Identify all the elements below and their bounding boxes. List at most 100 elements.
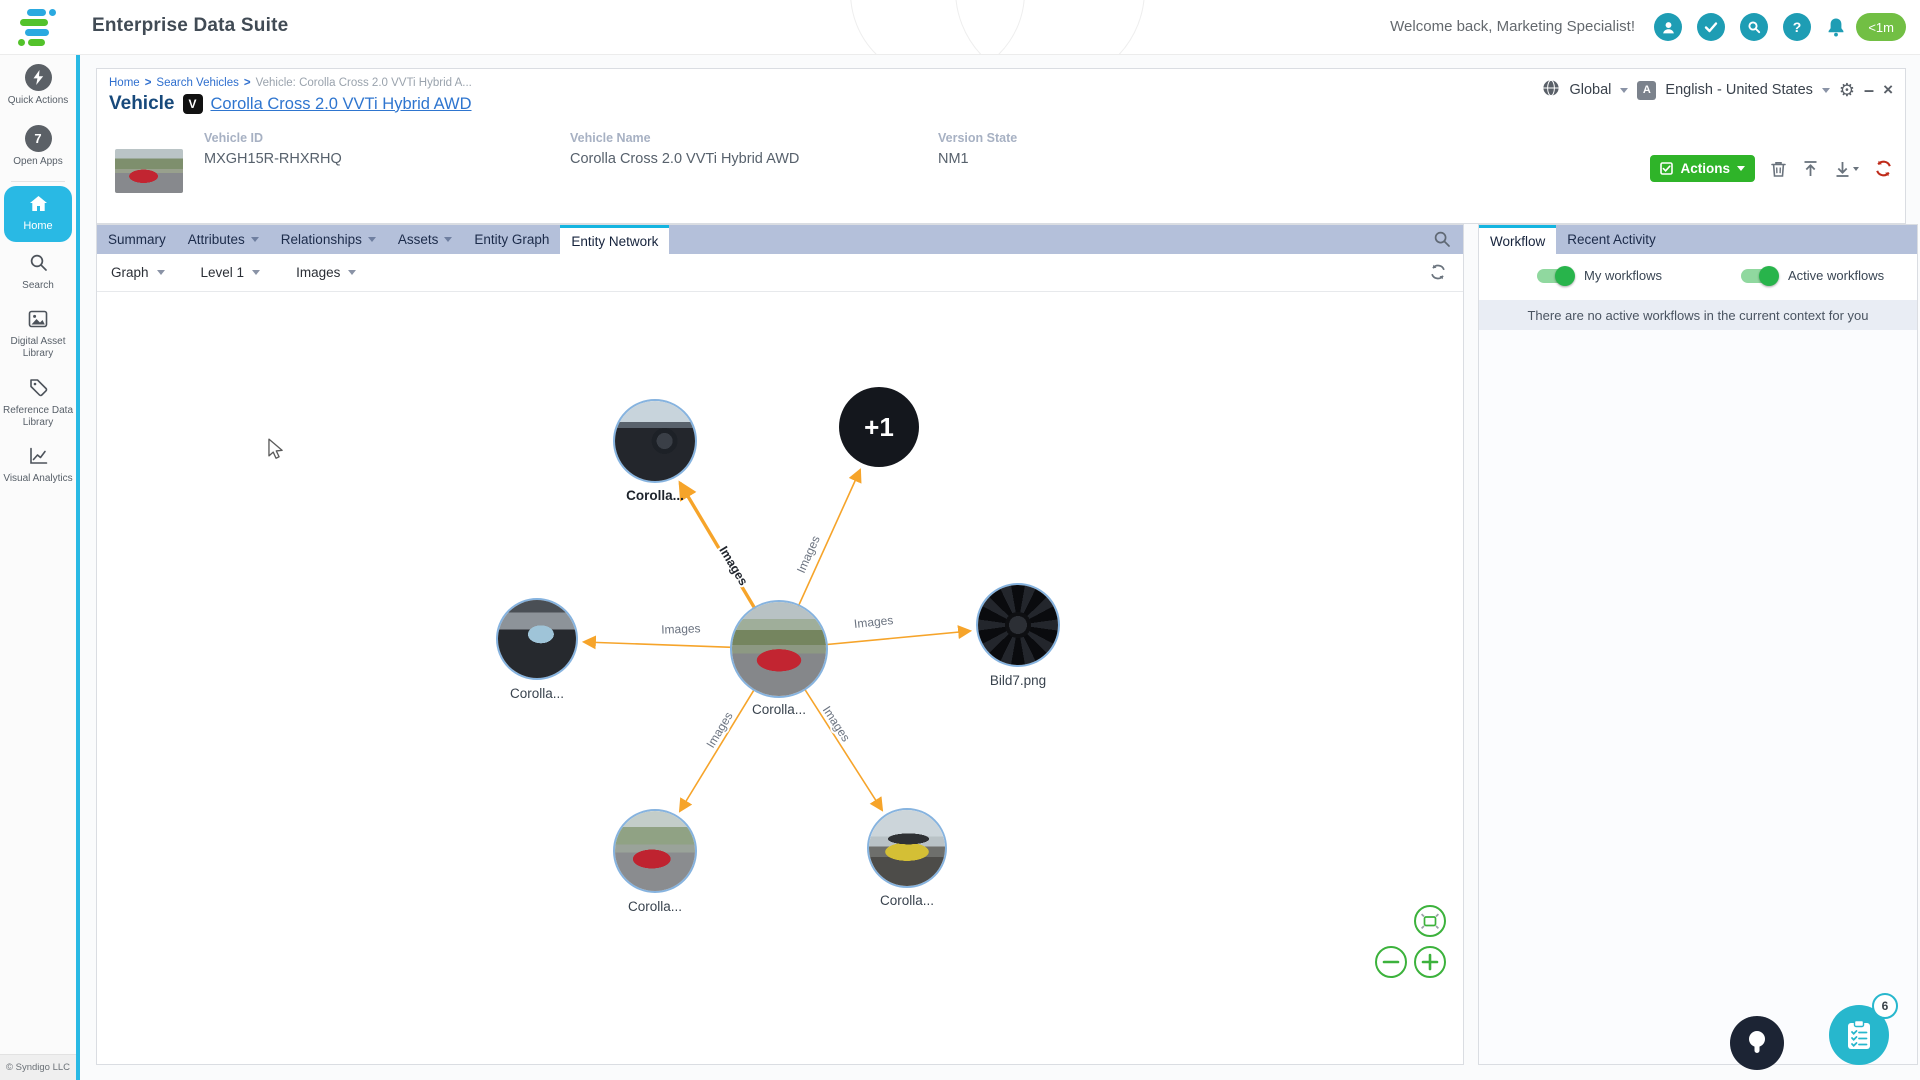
dropdown-value: Level 1 <box>200 265 245 280</box>
minimize-icon[interactable]: – <box>1864 80 1875 100</box>
image-icon <box>28 310 48 332</box>
tab-assets[interactable]: Assets <box>387 225 464 254</box>
sidebar-item-reference-data-library[interactable]: Reference Data Library <box>0 369 76 438</box>
idea-bulb-button[interactable] <box>1730 1016 1784 1070</box>
chevron-down-icon[interactable] <box>1821 87 1830 93</box>
entity-tabbar: Summary Attributes Relationships Assets … <box>97 225 1463 254</box>
sidebar-item-label: Reference Data Library <box>2 405 74 429</box>
my-workflows-toggle[interactable] <box>1537 265 1575 286</box>
asset-photo <box>615 401 695 481</box>
copyright-footer: © Syndigo LLC <box>0 1054 76 1080</box>
zoom-in-button[interactable] <box>1413 945 1447 979</box>
settings-gear-icon[interactable]: ⚙ <box>1838 79 1856 101</box>
dropdown-value: Graph <box>111 265 149 280</box>
breadcrumb-home[interactable]: Home <box>109 77 140 89</box>
actions-button[interactable]: Actions <box>1650 155 1755 182</box>
entity-name-link[interactable]: Corolla Cross 2.0 VVTi Hybrid AWD <box>210 94 472 113</box>
home-icon <box>29 195 48 216</box>
sidebar-item-label: Digital Asset Library <box>10 336 66 360</box>
upload-icon[interactable] <box>1802 160 1819 178</box>
workflow-tabbar: Workflow Recent Activity <box>1479 225 1917 254</box>
sidebar-item-search[interactable]: Search <box>0 244 76 301</box>
network-node-cabin[interactable] <box>496 598 578 680</box>
network-node-dashboard[interactable] <box>613 399 697 483</box>
field-version-state: Version State NM1 <box>938 131 1017 167</box>
tab-summary[interactable]: Summary <box>97 225 177 254</box>
graph-toolbar: Graph Level 1 Images <box>97 254 1463 292</box>
breadcrumb-current: Vehicle: Corolla Cross 2.0 VVTi Hybrid A… <box>255 77 472 89</box>
sidebar-item-visual-analytics[interactable]: Visual Analytics <box>0 438 76 494</box>
tab-workflow[interactable]: Workflow <box>1479 225 1557 254</box>
node-label: Corolla... <box>509 686 565 701</box>
translate-icon: A <box>1637 80 1657 100</box>
view-mode-dropdown[interactable]: Graph <box>111 265 165 280</box>
network-node-center[interactable] <box>730 600 828 698</box>
vehicle-thumbnail[interactable] <box>115 149 183 193</box>
entity-network-canvas[interactable]: Images Images Images Images Images Image… <box>97 292 1463 1064</box>
tab-label: Attributes <box>187 232 245 247</box>
download-icon[interactable] <box>1834 160 1859 178</box>
edge-label: Images <box>794 534 823 576</box>
network-node-yellow-car[interactable] <box>867 808 947 888</box>
session-timer-badge[interactable]: <1m <box>1856 13 1906 41</box>
delete-icon[interactable] <box>1770 160 1787 178</box>
sidebar-item-digital-asset-library[interactable]: Digital Asset Library <box>0 301 76 369</box>
breadcrumb-search-vehicles[interactable]: Search Vehicles <box>156 77 239 89</box>
level-dropdown[interactable]: Level 1 <box>201 265 261 280</box>
open-apps-count-icon: 7 <box>24 125 52 152</box>
sidebar-item-open-apps[interactable]: 7 Open Apps <box>0 116 76 177</box>
chevron-down-icon <box>1737 166 1745 171</box>
sidebar-item-quick-actions[interactable]: Quick Actions <box>0 55 76 116</box>
tasks-check-icon[interactable] <box>1697 13 1725 41</box>
toggle-knob <box>1555 265 1575 286</box>
profile-icon[interactable] <box>1654 13 1682 41</box>
chevron-down-icon <box>1853 166 1859 171</box>
relationship-dropdown[interactable]: Images <box>296 265 357 280</box>
tab-search-icon[interactable] <box>1433 230 1451 253</box>
syndigo-logo-icon[interactable] <box>18 9 64 47</box>
search-icon[interactable] <box>1740 13 1768 41</box>
active-workflows-toggle[interactable] <box>1741 265 1779 286</box>
tab-label: Assets <box>397 232 439 247</box>
chevron-down-icon[interactable] <box>1620 87 1629 93</box>
field-vehicle-name: Vehicle Name Corolla Cross 2.0 VVTi Hybr… <box>570 131 799 167</box>
sync-icon[interactable] <box>1874 159 1893 178</box>
idea-bulb-icon <box>1749 1031 1765 1053</box>
task-count-badge: 6 <box>1872 993 1898 1019</box>
tab-recent-activity[interactable]: Recent Activity <box>1556 225 1667 254</box>
refresh-icon[interactable] <box>1429 263 1447 286</box>
tab-relationships[interactable]: Relationships <box>270 225 387 254</box>
sidebar-item-home[interactable]: Home <box>4 186 72 243</box>
close-icon[interactable]: × <box>1883 80 1893 99</box>
tab-entity-graph[interactable]: Entity Graph <box>463 225 560 254</box>
tab-entity-network[interactable]: Entity Network <box>560 225 670 254</box>
sidebar-nav: Quick Actions 7 Open Apps Home Search Di… <box>0 55 80 1080</box>
network-node-wheel[interactable] <box>976 583 1060 667</box>
chevron-down-icon <box>156 270 165 275</box>
sidebar-item-label: Home <box>23 220 53 233</box>
globe-icon <box>1542 79 1560 101</box>
context-scope-value[interactable]: Global <box>1569 82 1612 98</box>
sidebar-divider <box>11 181 65 182</box>
asset-photo <box>978 585 1058 665</box>
asset-photo <box>498 600 576 678</box>
field-vehicle-id: Vehicle ID MXGH15R-RHXRHQ <box>204 131 342 167</box>
network-node-overflow-count[interactable]: +1 <box>839 387 919 467</box>
toggle-label: Active workflows <box>1788 268 1885 283</box>
tab-label: Workflow <box>1490 233 1546 249</box>
fit-view-button[interactable] <box>1413 904 1447 938</box>
tab-attributes[interactable]: Attributes <box>177 225 270 254</box>
search-icon <box>29 253 48 276</box>
network-node-red-car[interactable] <box>613 809 697 893</box>
language-value[interactable]: English - United States <box>1665 82 1813 98</box>
sidebar-item-label: Visual Analytics <box>3 473 73 485</box>
quick-actions-bolt-icon <box>24 64 52 91</box>
field-value: MXGH15R-RHXRHQ <box>204 151 342 167</box>
notifications-bell-icon[interactable] <box>1822 13 1850 41</box>
zoom-out-button[interactable] <box>1374 945 1408 979</box>
sidebar-item-label: Quick Actions <box>7 95 69 106</box>
edge-label: Images <box>661 621 701 636</box>
help-icon[interactable]: ? <box>1783 13 1811 41</box>
tab-label: Entity Graph <box>474 232 550 247</box>
